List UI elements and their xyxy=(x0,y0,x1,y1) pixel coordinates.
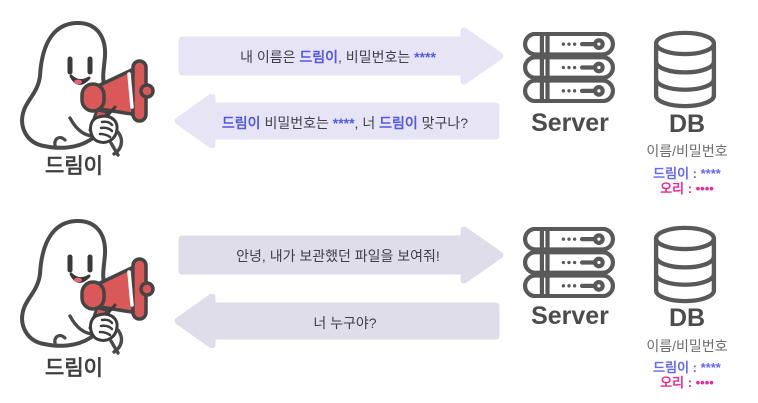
character-megaphone-icon xyxy=(14,12,164,157)
actor-label: 드림이 xyxy=(45,155,103,178)
request-message: 안녕, 내가 보관했던 파일을 보여줘! xyxy=(236,248,440,264)
db-record: 오리 : •••• xyxy=(660,181,714,196)
request-message: 내 이름은 드림이, 비밀번호는 **** xyxy=(240,49,436,65)
db-record: 드림이 : **** xyxy=(653,360,721,375)
server-label: Server xyxy=(531,302,609,330)
server-label: Server xyxy=(531,109,609,137)
server-icon xyxy=(522,227,616,298)
response-message: 너 누구야? xyxy=(313,315,377,331)
response-message: 드림이 비밀번호는 ****, 너 드림이 맞구나? xyxy=(221,115,469,131)
db-record: 오리 : •••• xyxy=(660,375,714,390)
db-subtitle: 이름/비밀번호 xyxy=(646,338,728,354)
request-arrow-right xyxy=(178,226,504,284)
database-icon xyxy=(650,225,720,304)
db-record: 드림이 : **** xyxy=(653,166,721,181)
response-arrow-left xyxy=(174,294,500,348)
db-label: DB xyxy=(668,110,706,138)
server-icon xyxy=(522,32,616,103)
db-label: DB xyxy=(668,304,706,332)
database-icon xyxy=(650,30,720,109)
db-subtitle: 이름/비밀번호 xyxy=(646,143,728,159)
response-arrow-left xyxy=(174,94,500,148)
request-arrow-right xyxy=(178,27,504,85)
character-megaphone-icon xyxy=(14,210,164,355)
actor-label: 드림이 xyxy=(45,357,103,380)
